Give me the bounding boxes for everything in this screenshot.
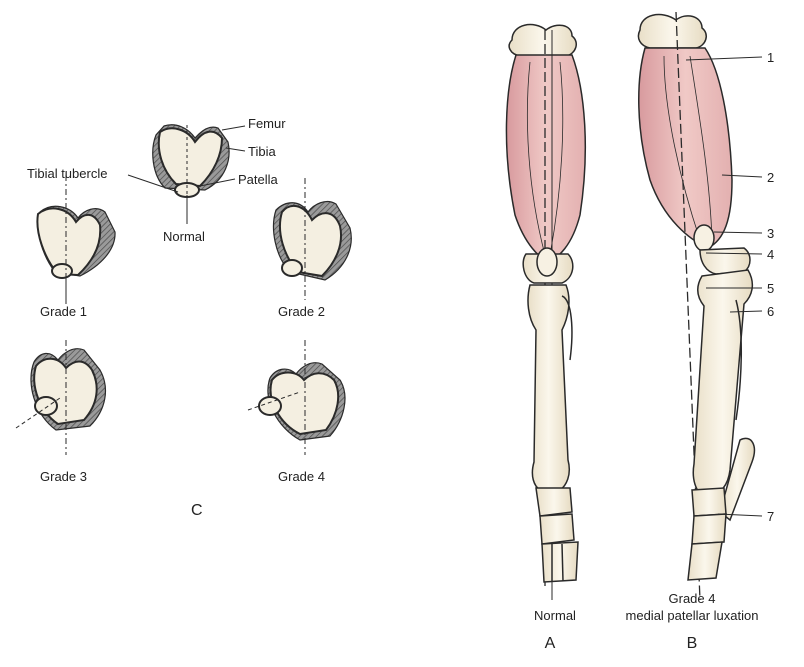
cross-section-grade-2 (273, 178, 352, 300)
label-patella: Patella (238, 172, 278, 187)
panel-b-leader-lines (685, 56, 763, 517)
cross-section-grade-1 (36, 175, 116, 300)
label-grade-3: Grade 3 (40, 469, 87, 484)
caption-grade-4: Grade 4 (668, 591, 716, 606)
callout-7: 7 (767, 509, 775, 524)
label-tibial-tubercle: Tibial tubercle (27, 166, 108, 181)
label-grade-2: Grade 2 (278, 304, 325, 319)
cross-section-grade-3 (15, 340, 107, 455)
label-femur: Femur (248, 116, 286, 131)
label-grade-1: Grade 1 (40, 304, 87, 319)
panel-letter-c: C (191, 502, 203, 519)
callout-5: 5 (767, 281, 775, 296)
callout-3: 3 (767, 226, 775, 241)
callout-1: 1 (767, 50, 775, 65)
callout-2: 2 (767, 170, 775, 185)
callout-6: 6 (767, 304, 775, 319)
panel-letter-b: B (686, 635, 698, 652)
leg-normal-illustration (505, 23, 587, 600)
label-normal-section: Normal (163, 229, 205, 244)
caption-medial-patellar-luxation: medial patellar luxation (625, 608, 759, 623)
cross-section-normal (152, 124, 230, 225)
label-grade-4: Grade 4 (278, 469, 325, 484)
callout-4: 4 (767, 247, 775, 262)
caption-normal-leg: Normal (534, 608, 576, 623)
panel-letter-a: A (544, 635, 556, 652)
label-tibia: Tibia (248, 144, 276, 159)
panel-c-leader-lines (65, 125, 246, 304)
cross-section-grade-4 (247, 340, 346, 455)
leg-luxation-illustration (637, 11, 756, 601)
